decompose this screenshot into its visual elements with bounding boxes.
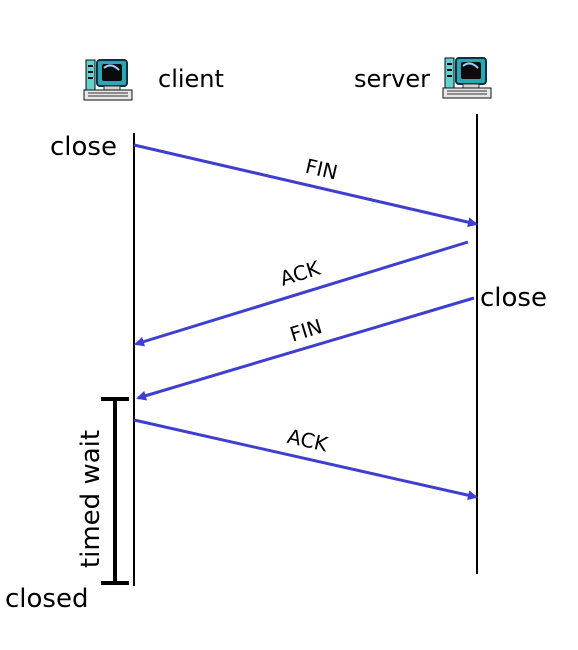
client-close-label: close	[50, 132, 117, 162]
message-arrow	[136, 296, 475, 401]
message-label: FIN	[287, 314, 325, 346]
timed-wait-label: timed wait	[76, 430, 106, 568]
computer-icon	[442, 57, 492, 99]
message-label: ACK	[285, 424, 331, 457]
message-fin-server-to-client: FIN	[136, 296, 475, 401]
message-label: ACK	[277, 256, 324, 291]
message-ack-client-to-server: ACK	[133, 418, 478, 501]
message-label: FIN	[303, 154, 340, 185]
message-arrow	[133, 143, 478, 228]
message-arrow	[134, 240, 469, 347]
timed-wait-bracket	[101, 397, 129, 585]
server-label: server	[354, 65, 430, 93]
message-arrow	[133, 418, 478, 501]
computer-icon	[83, 59, 133, 101]
closed-label: closed	[5, 584, 88, 614]
server-close-label: close	[480, 283, 547, 313]
client-label: client	[158, 65, 224, 93]
message-fin-client-to-server: FIN	[133, 143, 478, 228]
